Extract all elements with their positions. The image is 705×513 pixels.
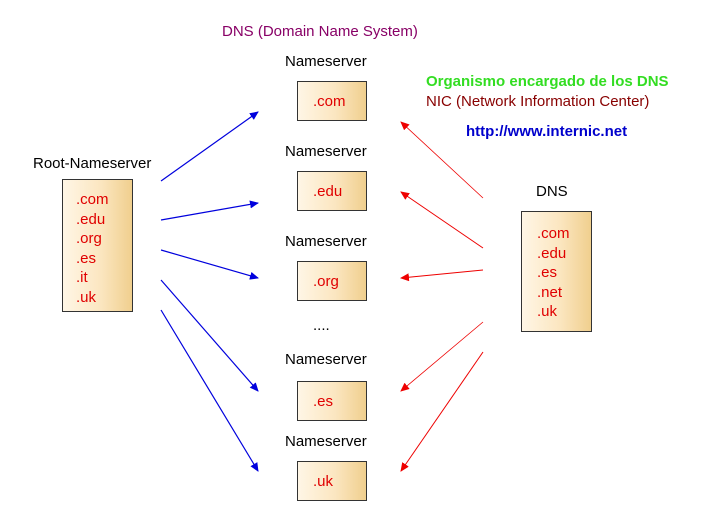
arrow-root-to-edu (160, 200, 259, 221)
nameserver-tld-com: .com (313, 93, 346, 110)
dns-entry-es: .es (537, 264, 558, 282)
arrow-root-to-uk (160, 309, 259, 472)
nameserver-box-es: .es (297, 381, 367, 421)
root-nameserver-box: .com .edu .org .es .it .uk (62, 179, 133, 312)
nameserver-label-org: Nameserver (285, 233, 367, 250)
arrow-dns-to-org (400, 269, 484, 282)
dns-entry-net: .net (537, 283, 563, 301)
arrow-dns-to-es (400, 321, 484, 392)
diagram-title: DNS (Domain Name System) (222, 23, 418, 40)
arrow-dns-to-uk (400, 351, 484, 472)
nameserver-label-edu: Nameserver (285, 143, 367, 160)
organism-line: Organismo encargado de los DNS (426, 73, 669, 90)
nameserver-label-com: Nameserver (285, 53, 367, 70)
arrow-root-to-org (160, 249, 259, 280)
root-entry-org: .org (76, 230, 102, 248)
root-entry-uk: .uk (76, 288, 97, 306)
dns-box: .com .edu .es .net .uk (521, 211, 592, 332)
root-entry-es: .es (76, 249, 97, 267)
nameserver-box-edu: .edu (297, 171, 367, 211)
nameserver-box-com: .com (297, 81, 367, 121)
arrow-root-to-com (160, 111, 259, 182)
nameserver-box-org: .org (297, 261, 367, 301)
arrow-dns-to-edu (400, 191, 484, 249)
root-nameserver-label: Root-Nameserver (33, 155, 152, 172)
nameserver-label-uk: Nameserver (285, 433, 367, 450)
ellipsis: .... (313, 317, 330, 334)
dns-entry-com: .com (537, 225, 570, 242)
nameserver-tld-uk: .uk (313, 473, 334, 490)
root-entry-edu: .edu (76, 210, 106, 228)
root-entry-it: .it (76, 269, 88, 287)
nameserver-tld-org: .org (313, 273, 339, 290)
internic-link[interactable]: http://www.internic.net (466, 123, 628, 140)
nameserver-tld-edu: .edu (313, 183, 343, 200)
nameserver-tld-es: .es (313, 393, 334, 410)
dns-label: DNS (536, 183, 568, 200)
nic-line: NIC (Network Information Center) (426, 93, 650, 110)
arrow-dns-to-com (400, 121, 484, 199)
arrow-root-to-es (160, 279, 259, 392)
dns-entry-edu: .edu (537, 244, 567, 262)
nameserver-box-uk: .uk (297, 461, 367, 501)
dns-entry-uk: .uk (537, 303, 558, 321)
root-entry-com: .com (76, 191, 109, 208)
nameserver-label-es: Nameserver (285, 351, 367, 368)
